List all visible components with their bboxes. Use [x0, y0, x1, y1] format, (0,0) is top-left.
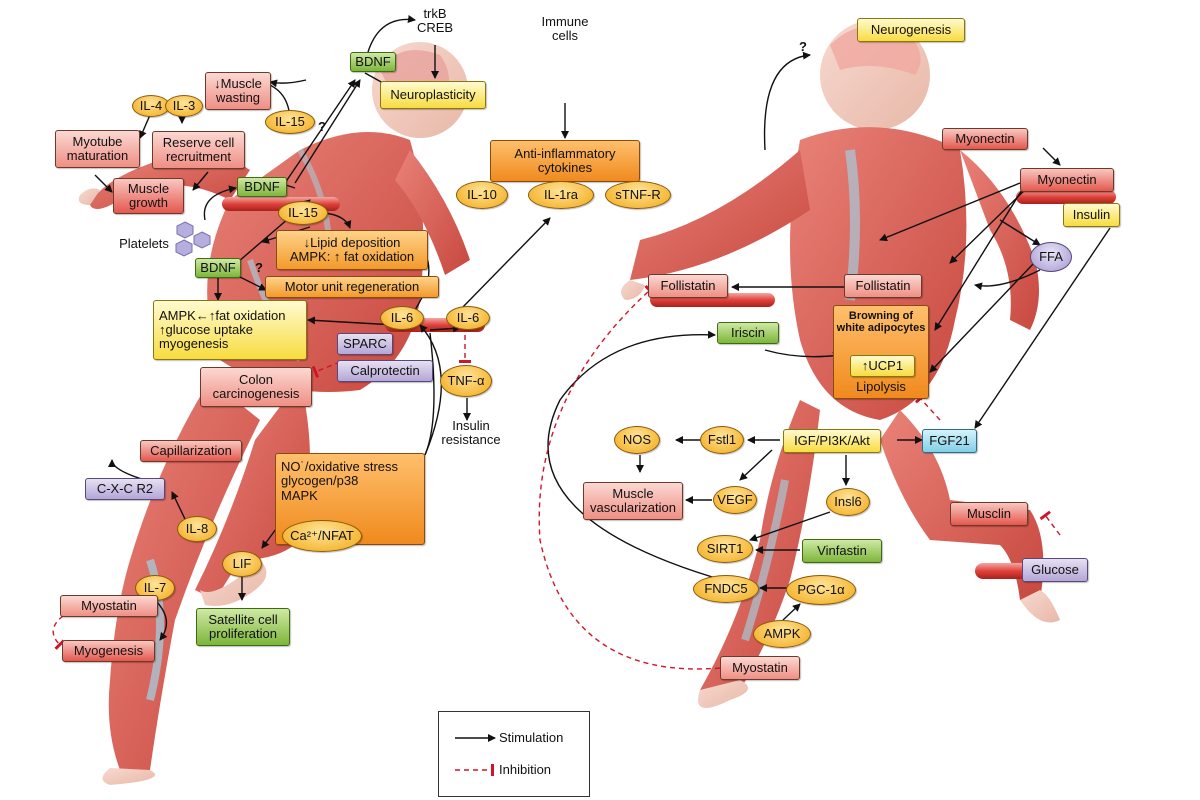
sirt1-node: SIRT1 — [697, 535, 753, 563]
anti-inflammatory-cytokines-node: Anti-inflammatory cytokines — [490, 140, 640, 182]
igf-pi3k-akt-node: IGF/PI3K/Akt — [783, 429, 881, 453]
platelets-icon — [175, 221, 211, 257]
il8-node: IL-8 — [177, 516, 217, 542]
muscle-wasting-node: ↓Muscle wasting — [205, 72, 271, 110]
trkb-creb-label: trkB CREB — [416, 5, 454, 35]
fgf21-node: FGF21 — [922, 429, 977, 453]
question-mark-3: ? — [799, 38, 807, 54]
lipolysis-label: Lipolysis — [856, 378, 906, 394]
inhibition-lines — [52, 284, 1061, 670]
satellite-cell-proliferation-node: Satellite cell proliferation — [196, 608, 290, 646]
vegf-node: VEGF — [713, 486, 757, 514]
lif-node: LIF — [222, 551, 262, 577]
calprotectin-node: Calprotectin — [337, 360, 433, 382]
legend-inhibition-label: Inhibition — [499, 761, 552, 777]
glucose-node: Glucose — [1022, 558, 1088, 582]
capillarization-node: Capillarization — [140, 440, 242, 462]
muscle-vascularization-node: Muscle vascularization — [583, 482, 683, 520]
follistatin-left-node: Follistatin — [648, 274, 728, 298]
reserve-cell-recruitment-node: Reserve cell recruitment — [152, 131, 245, 169]
cxcr2-node: C-X-C R2 — [85, 478, 165, 500]
myonectin-top-node: Myonectin — [942, 128, 1028, 150]
musclin-node: Musclin — [950, 502, 1028, 526]
ca-nfat-node: Ca²⁺/NFAT — [282, 520, 362, 552]
motor-unit-regeneration-node: Motor unit regeneration — [265, 276, 439, 298]
neurogenesis-node: Neurogenesis — [857, 18, 965, 42]
myotube-maturation-node: Myotube maturation — [55, 130, 140, 168]
tnf-alpha-node: TNF-α — [440, 365, 492, 397]
neuroplasticity-node: Neuroplasticity — [380, 81, 486, 109]
myostatin-right-node: Myostatin — [720, 656, 800, 680]
vinfastin-node: Vinfastin — [802, 539, 882, 563]
ampk-fat-oxidation-node: AMPK←↑fat oxidation ↑glucose uptake myog… — [153, 300, 307, 360]
fndc5-node: FNDC5 — [693, 575, 759, 603]
legend-swatches — [455, 734, 496, 776]
bdnf-top-node: BDNF — [350, 52, 396, 72]
myonectin-mid-node: Myonectin — [1020, 168, 1114, 192]
muscle-growth-node: Muscle growth — [113, 178, 184, 214]
sparc-node: SPARC — [337, 333, 393, 355]
stimulation-arrows — [94, 15, 1111, 641]
myogenesis-node: Myogenesis — [62, 640, 155, 662]
pgc1a-node: PGC-1α — [786, 575, 856, 605]
legend: Stimulation Inhibition — [438, 711, 590, 797]
nos-node: NOS — [614, 426, 660, 454]
insulin-resistance-label: Insulin resistance — [441, 417, 501, 447]
ampk-node: AMPK — [753, 620, 811, 648]
il15-mid-node: IL-15 — [278, 201, 328, 225]
bdnf-low-node: BDNF — [195, 258, 241, 278]
insl6-node: Insl6 — [826, 488, 870, 516]
il15-top-node: IL-15 — [265, 110, 315, 134]
insulin-node: Insulin — [1063, 203, 1120, 227]
follistatin-right-node: Follistatin — [844, 274, 922, 298]
ucp1-node: ↑UCP1 — [850, 355, 915, 377]
lipid-deposition-node: ↓Lipid deposition AMPK: ↑ fat oxidation — [276, 230, 428, 270]
stnfr-node: sTNF-R — [605, 181, 671, 209]
ffa-node: FFA — [1030, 242, 1072, 272]
legend-stimulation-label: Stimulation — [499, 729, 564, 745]
iriscin-node: Iriscin — [717, 322, 779, 344]
il6-right-node: IL-6 — [446, 306, 490, 330]
il4-node: IL-4 — [132, 95, 170, 117]
il10-node: IL-10 — [456, 181, 508, 209]
browning-node: Browning of white adipocytes — [833, 305, 929, 399]
muscle-tube-myonectin — [1016, 190, 1116, 204]
platelets-label: Platelets — [119, 235, 169, 251]
il1ra-node: IL-1ra — [528, 181, 594, 209]
il3-node: IL-3 — [165, 95, 203, 117]
myostatin-left-node: Myostatin — [60, 595, 158, 617]
bdnf-mid-node: BDNF — [237, 177, 287, 197]
immune-cells-label: Immune cells — [541, 13, 589, 43]
colon-carcinogenesis-node: Colon carcinogenesis — [200, 367, 312, 407]
question-mark-2: ? — [255, 259, 263, 275]
legend-inhibition-bar — [491, 764, 494, 776]
question-mark-1: ? — [318, 118, 326, 134]
fstl1-node: Fstl1 — [700, 426, 744, 454]
il6-left-node: IL-6 — [380, 306, 424, 330]
